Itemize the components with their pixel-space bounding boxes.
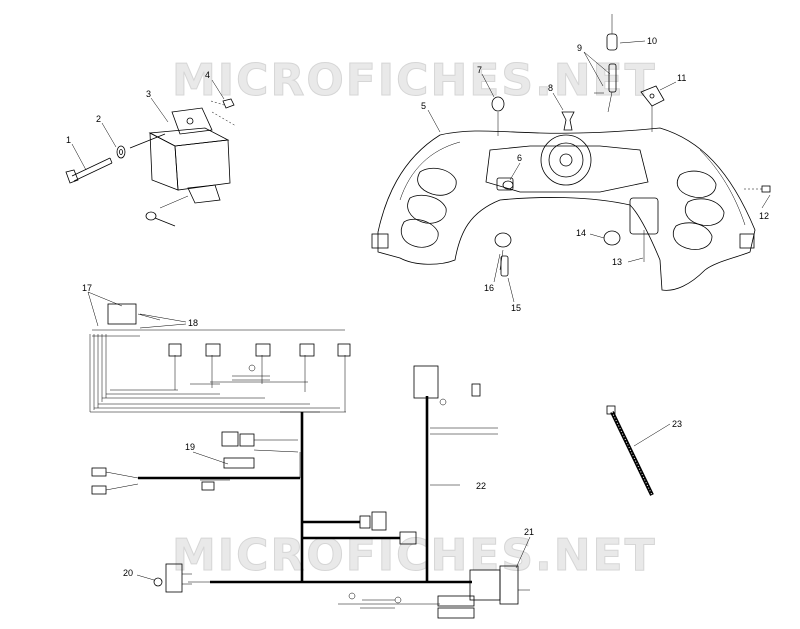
bracket-clip-part: [640, 85, 665, 132]
callout-19: 19: [185, 442, 195, 452]
grommet-part: [603, 230, 621, 246]
callout-18: 18: [188, 318, 198, 328]
callout-10: 10: [647, 36, 657, 46]
connector-group-19: [201, 431, 299, 491]
callout-15: 15: [511, 303, 521, 313]
callout-12: 12: [759, 211, 769, 221]
callout-17: 17: [82, 283, 92, 293]
bulb-part: [606, 14, 618, 51]
dashboard-console-part: [371, 127, 756, 291]
callout-4: 4: [205, 70, 210, 80]
indicator-lens-part: [502, 180, 514, 190]
nut-part-4: [210, 98, 237, 127]
ground-terminal-20: [153, 563, 192, 593]
module-box-part: [129, 107, 231, 204]
knob-part: [491, 96, 505, 136]
ring-terminal-part: [145, 195, 189, 227]
main-wiring-harness: [138, 396, 498, 584]
callout-20: 20: [123, 568, 133, 578]
callout-21: 21: [524, 527, 534, 537]
mid-connectors: [359, 511, 417, 545]
callout-13: 13: [612, 257, 622, 267]
bolt-part: [65, 157, 113, 184]
callout-3: 3: [146, 89, 151, 99]
wire-label-strips: [190, 375, 395, 609]
watermark-top: MICROFICHES.NET: [172, 55, 657, 106]
callout-5: 5: [421, 101, 426, 111]
cable-tie-part: [606, 405, 654, 496]
callout-16: 16: [484, 283, 494, 293]
callout-6: 6: [517, 153, 522, 163]
callout-14: 14: [576, 228, 586, 238]
plug-ends-left: [91, 467, 139, 495]
callout-23: 23: [672, 419, 682, 429]
callout-9: 9: [577, 43, 582, 53]
bulb-socket-part: [594, 63, 617, 113]
watermark-bottom: MICROFICHES.NET: [172, 530, 657, 581]
callout-22: 22: [476, 481, 486, 491]
callout-11: 11: [677, 73, 686, 83]
callout-1: 1: [66, 135, 71, 145]
callout-labels: 1 2 3 4 5 6 7 8 9 10 11 12 13 14 15 16 1…: [66, 36, 769, 578]
connector-rail-top: [89, 303, 351, 413]
nut-part-16: [494, 232, 512, 271]
connector-block-21: [338, 565, 530, 619]
callout-7: 7: [477, 65, 482, 75]
push-rivet-part: [561, 111, 575, 131]
washer-part: [116, 145, 126, 159]
indicator-bulb-part: [500, 255, 509, 277]
callout-2: 2: [96, 114, 101, 124]
callout-8: 8: [548, 83, 553, 93]
screw-part-12: [744, 185, 771, 193]
connector-top-harness: [413, 365, 481, 406]
leader-lines: [71, 40, 771, 581]
